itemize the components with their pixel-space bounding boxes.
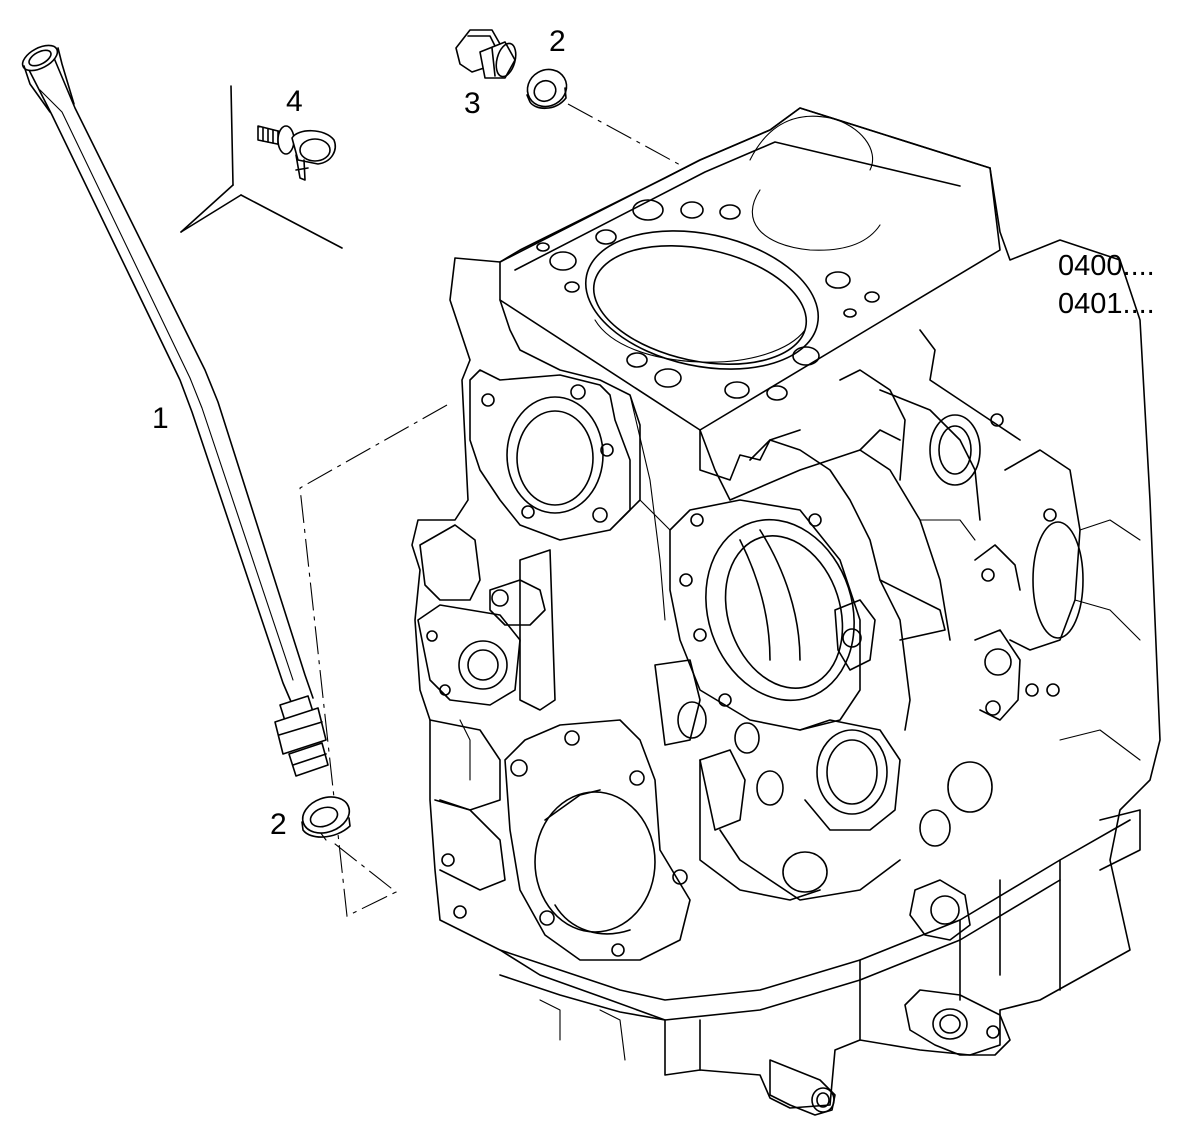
reference-code-0400: 0400....: [1058, 250, 1155, 282]
engine-block-icon: [411, 107, 1161, 1116]
callout-part-2-bottom: 2: [270, 808, 287, 841]
sealing-washer-bottom-icon: [301, 796, 351, 838]
orientation-axes-icon: [180, 85, 343, 249]
reference-code-0401: 0401....: [1058, 288, 1155, 320]
screw-with-clamp-icon: [257, 125, 336, 181]
plug-screw-icon: [455, 29, 517, 79]
callout-part-4: 4: [286, 85, 303, 118]
callout-part-1: 1: [152, 402, 169, 435]
sealing-washer-top-icon: [526, 68, 568, 110]
callout-part-3: 3: [464, 87, 481, 120]
callout-part-2-top: 2: [549, 25, 566, 58]
leader-line-tube: [299, 404, 448, 917]
leader-line-plug: [567, 103, 683, 167]
dipstick-tube-icon: [21, 44, 329, 777]
